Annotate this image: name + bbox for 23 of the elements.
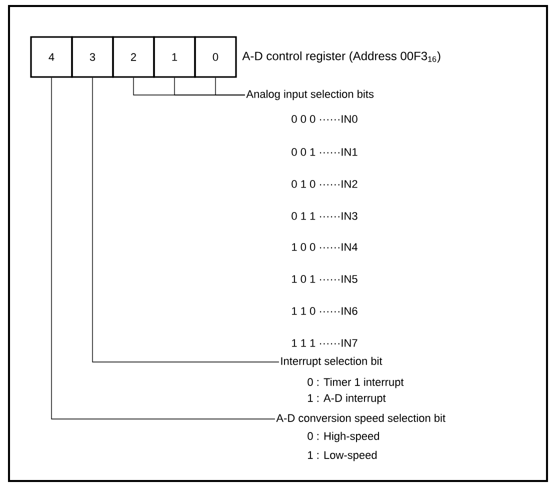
value-description: 0 : High-speed (308, 432, 380, 442)
bit-cell: 0 (194, 36, 237, 78)
connector-line (51, 77, 276, 420)
bit-cell: 4 (30, 36, 73, 78)
bit-pattern-row: 1 1 1 ······IN7 (292, 339, 358, 347)
connector-line (215, 77, 246, 96)
bit-pattern-row: 1 1 0 ······IN6 (292, 307, 358, 315)
bit-cell: 1 (153, 36, 196, 78)
bit-pattern-row: 0 1 1 ······IN3 (292, 212, 358, 220)
value-description: 1 : A-D interrupt (308, 394, 386, 404)
bit-cell: 2 (112, 36, 155, 78)
field-label: Analog input selection bits (246, 90, 374, 100)
bit-pattern-row: 0 0 1 ······IN1 (292, 148, 358, 156)
bit-pattern-row: 0 0 0 ······IN0 (292, 115, 358, 123)
field-label: A-D conversion speed selection bit (276, 414, 446, 424)
bit-pattern-row: 1 0 1 ······IN5 (292, 275, 358, 283)
field-label: Interrupt selection bit (281, 356, 382, 368)
bit-pattern-row: 0 1 0 ······IN2 (292, 180, 358, 188)
bit-pattern-row: 1 0 0 ······IN4 (292, 243, 358, 251)
connector-line (92, 77, 280, 362)
value-description: 0 : Timer 1 interrupt (308, 378, 404, 388)
value-description: 1 : Low-speed (308, 450, 377, 462)
bit-cell: 3 (71, 36, 114, 78)
